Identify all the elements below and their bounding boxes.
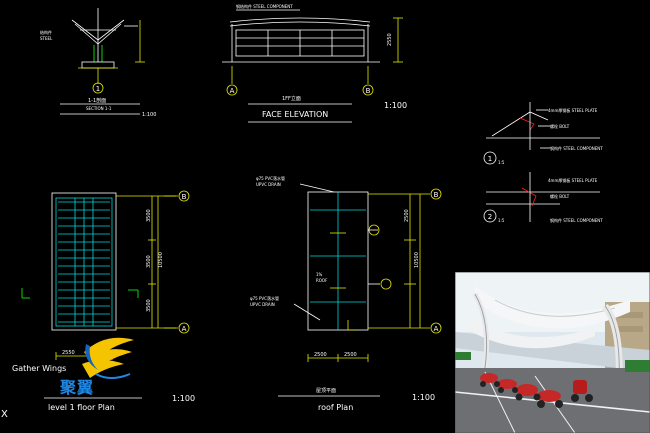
carport-photo [455, 272, 650, 433]
elev-height-dim: 2550 [387, 33, 393, 46]
logo-chinese-text: 聚翼 [60, 378, 95, 397]
roof-dim-2500c: 2500 [344, 352, 357, 358]
level-floor-plan-drawing: 3500 3500 3500 10500 B A 2550 level 1 fl… [21, 190, 195, 412]
roof-grid-a-label: A [434, 325, 439, 333]
plan-dim-3500c: 3500 [146, 299, 152, 312]
roof-plan-title: roof Plan [318, 403, 353, 412]
detail1-note-bolt: 螺栓 BOLT [550, 123, 570, 129]
grid-1-bubble-label: 1 [96, 85, 100, 93]
detail1-bubble-label: 1 [488, 155, 492, 163]
roof-pipe-note-top: φ75 PVC落水管 [256, 175, 285, 181]
plan-dim-3500b: 3500 [146, 255, 152, 268]
svg-text:STEEL: STEEL [40, 36, 53, 41]
section-title: 1-1剖面 [88, 97, 106, 104]
detail2-note-component: 钢构件 STEEL COMPONENT [550, 217, 603, 223]
roof-slope-label: 1% [316, 272, 323, 277]
detail2-scale: 1:5 [498, 218, 505, 223]
roof-pipe-note-top-2: UPVC DRAIN [256, 182, 281, 187]
elev-grid-b-label: B [366, 87, 371, 95]
roof-plan-scale: 1:100 [412, 393, 435, 402]
detail2-note-plate: 4mm厚钢板 STEEL PLATE [548, 177, 598, 183]
level-plan-scale: 1:100 [172, 394, 195, 403]
svg-text:结构件: 结构件 [40, 29, 52, 35]
level-plan-title: level 1 floor Plan [48, 403, 115, 412]
roof-dim-2500: 2500 [404, 209, 410, 222]
plan-grid-b-label: B [182, 193, 187, 201]
plan-grid-a-label: A [182, 325, 187, 333]
roof-grid-b-label: B [434, 191, 439, 199]
detail2-bubble-label: 2 [488, 213, 492, 221]
face-elevation-drawing: A B 钢结构件 STEEL COMPONENT 2550 1FF立面 FACE… [222, 3, 407, 123]
detail1-scale: 1:5 [498, 160, 505, 165]
section-subtitle: SECTION 1-1 [86, 106, 112, 111]
face-elevation-scale: 1:100 [384, 101, 407, 110]
roof-pipe-note-bottom-2: UPVC DRAIN [250, 302, 275, 307]
roof-plan-cn-title: 屋顶平面 [316, 388, 336, 394]
elev-cn-title: 1FF立面 [282, 95, 301, 102]
plan-dim-10500: 10500 [158, 252, 164, 268]
detail1-note-component: 钢构件 STEEL COMPONENT [550, 145, 603, 151]
roof-plan-drawing: 1% ROOF φ75 PVC落水管 UPVC DRAIN φ75 PVC落水管… [250, 175, 442, 412]
roof-label-en: ROOF [316, 278, 328, 283]
section-scale: 1:100 [142, 112, 156, 118]
roof-dim-2500b: 2500 [314, 352, 327, 358]
face-elevation-title: FACE ELEVATION [262, 110, 328, 119]
detail-drawings: 4mm厚钢板 STEEL PLATE 螺栓 BOLT 钢构件 STEEL COM… [483, 102, 603, 223]
plan-dim-3500a: 3500 [146, 209, 152, 222]
section-1-1-drawing: 1 结构件 STEEL 1-1剖面 SECTION 1-1 1:100 [40, 8, 156, 118]
steel-component-note: 钢结构件 STEEL COMPONENT [236, 3, 293, 9]
elev-grid-a-label: A [230, 87, 235, 95]
plan-width-dim: 2550 [62, 350, 75, 356]
roof-pipe-note-bottom: φ75 PVC落水管 [250, 295, 279, 301]
roof-dim-10500: 10500 [414, 252, 420, 268]
logo-english-text: Gather Wings [12, 364, 67, 373]
corner-mark: X [1, 409, 8, 420]
detail2-note-bolt: 螺栓 BOLT [550, 193, 570, 199]
gather-wings-logo [82, 337, 134, 379]
detail1-note-plate: 4mm厚钢板 STEEL PLATE [548, 107, 598, 113]
